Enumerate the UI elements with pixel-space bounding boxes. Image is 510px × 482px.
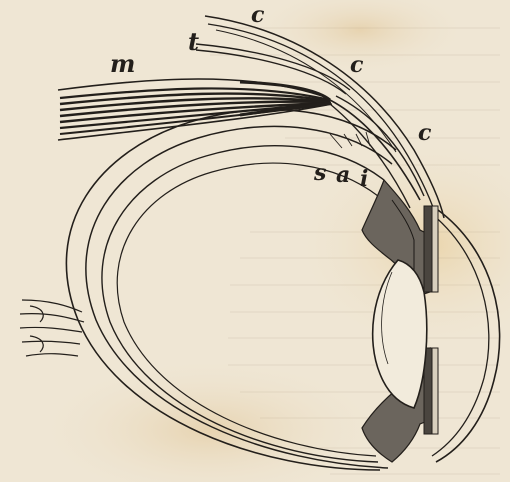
label-m: m — [110, 49, 135, 78]
label-c-top: c — [251, 2, 265, 28]
label-i: i — [360, 166, 368, 192]
label-t: t — [188, 27, 199, 56]
label-a: a — [336, 162, 350, 188]
label-c-middle: c — [350, 52, 364, 78]
label-s: s — [313, 160, 326, 186]
label-c-lower: c — [418, 120, 432, 146]
